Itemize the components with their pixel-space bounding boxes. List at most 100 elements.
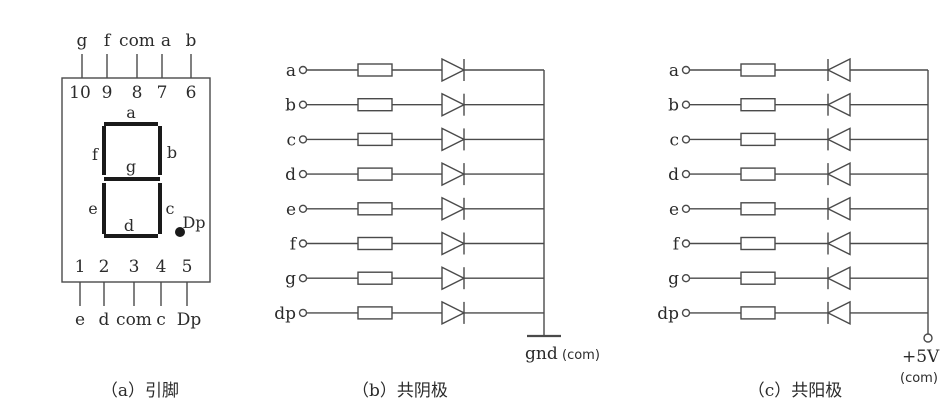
led-diode bbox=[826, 92, 851, 117]
circuit-row-b: b bbox=[668, 92, 928, 117]
segments bbox=[102, 122, 185, 238]
resistor bbox=[740, 132, 776, 147]
led-diode bbox=[441, 300, 466, 326]
input-terminal bbox=[298, 204, 308, 214]
seg-label-b: b bbox=[167, 143, 177, 162]
input-terminal bbox=[298, 308, 308, 318]
pin-number-1: 1 bbox=[75, 257, 86, 277]
circuit-row-d: d bbox=[668, 161, 928, 187]
circuit-row-g: g bbox=[668, 266, 928, 291]
pin-number-4: 4 bbox=[156, 257, 167, 277]
resistor bbox=[740, 63, 776, 77]
led-diode bbox=[826, 196, 851, 221]
pin-label-com-top: com bbox=[119, 31, 155, 51]
pin-label-f: f bbox=[104, 31, 112, 51]
input-label-c: c bbox=[286, 130, 296, 150]
resistor bbox=[357, 132, 393, 147]
pin-number-6: 6 bbox=[186, 83, 197, 103]
pin-number-8: 8 bbox=[132, 83, 143, 103]
circuit-row-a: a bbox=[669, 57, 928, 83]
input-label-e: e bbox=[669, 200, 679, 220]
input-terminal bbox=[298, 65, 308, 75]
input-label-f: f bbox=[673, 235, 681, 255]
input-terminal bbox=[681, 100, 691, 109]
input-terminal bbox=[298, 239, 308, 248]
panel-a-pinout: g f com a b 10 9 8 7 6 bbox=[61, 31, 211, 401]
input-terminal bbox=[681, 274, 691, 283]
resistor bbox=[740, 167, 776, 181]
input-terminal bbox=[681, 308, 691, 318]
bottom-pin-legs bbox=[79, 282, 188, 306]
caption-b: （b）共阴极 bbox=[352, 381, 448, 401]
caption-c: （c）共阳极 bbox=[748, 381, 843, 401]
input-label-f: f bbox=[290, 235, 298, 255]
circuit-row-c: c bbox=[669, 127, 928, 152]
pin-label-g: g bbox=[77, 31, 88, 51]
led-diode bbox=[826, 300, 851, 326]
led-diode bbox=[826, 161, 851, 187]
resistor bbox=[740, 236, 776, 251]
led-diode bbox=[441, 161, 466, 187]
circuit-row-dp: dp bbox=[274, 300, 544, 326]
input-label-g: g bbox=[668, 269, 679, 289]
circuit-row-f: f bbox=[290, 231, 544, 256]
pin-label-com-bottom: com bbox=[116, 310, 152, 330]
pin-label-b: b bbox=[186, 31, 197, 51]
circuit-row-d: d bbox=[285, 161, 544, 187]
resistor bbox=[740, 271, 776, 285]
led-diode bbox=[441, 127, 466, 152]
led-diode bbox=[441, 196, 466, 221]
supply-label: +5V bbox=[902, 347, 940, 367]
pin-label-a: a bbox=[161, 31, 171, 51]
pin-number-2: 2 bbox=[99, 257, 110, 277]
input-label-b: b bbox=[285, 96, 296, 116]
caption-a: （a）引脚 bbox=[101, 381, 179, 401]
supply-com-label: (com) bbox=[900, 371, 938, 386]
resistor bbox=[740, 306, 776, 320]
resistor bbox=[740, 97, 776, 112]
led-diode bbox=[826, 57, 851, 83]
circuit-row-f: f bbox=[673, 231, 928, 256]
input-label-d: d bbox=[285, 165, 296, 185]
led-diode bbox=[441, 266, 466, 291]
pin-number-9: 9 bbox=[102, 83, 113, 103]
resistor bbox=[357, 271, 393, 285]
circuit-row-b: b bbox=[285, 92, 544, 117]
seg-label-g: g bbox=[126, 157, 136, 176]
input-terminal bbox=[681, 135, 691, 144]
resistor bbox=[357, 63, 393, 77]
pin-number-5: 5 bbox=[182, 257, 193, 277]
input-label-d: d bbox=[668, 165, 679, 185]
input-label-dp: dp bbox=[657, 304, 679, 324]
input-label-g: g bbox=[285, 269, 296, 289]
circuit-row-g: g bbox=[285, 266, 544, 291]
display-package bbox=[61, 77, 211, 283]
supply-terminal bbox=[923, 333, 933, 343]
input-terminal bbox=[681, 169, 691, 179]
circuit-row-dp: dp bbox=[657, 300, 928, 326]
input-terminal bbox=[681, 204, 691, 214]
seg-label-e: e bbox=[88, 199, 97, 218]
led-diode bbox=[441, 57, 466, 83]
segment-dp bbox=[175, 227, 185, 237]
circuit-row-c: c bbox=[286, 127, 544, 152]
led-diode bbox=[826, 266, 851, 291]
input-terminal bbox=[298, 135, 308, 144]
input-label-c: c bbox=[669, 130, 679, 150]
pin-number-7: 7 bbox=[157, 83, 168, 103]
input-terminal bbox=[298, 169, 308, 179]
pin-label-e: e bbox=[75, 310, 85, 330]
pin-label-d: d bbox=[99, 310, 110, 330]
led-diode bbox=[441, 231, 466, 256]
input-terminal bbox=[298, 100, 308, 109]
circuit-row-e: e bbox=[669, 196, 928, 221]
resistor bbox=[357, 306, 393, 320]
input-label-a: a bbox=[286, 61, 296, 81]
input-label-a: a bbox=[669, 61, 679, 81]
input-terminal bbox=[298, 274, 308, 283]
ground-com-label: (com) bbox=[562, 348, 600, 363]
seg-label-dp: Dp bbox=[182, 213, 205, 232]
